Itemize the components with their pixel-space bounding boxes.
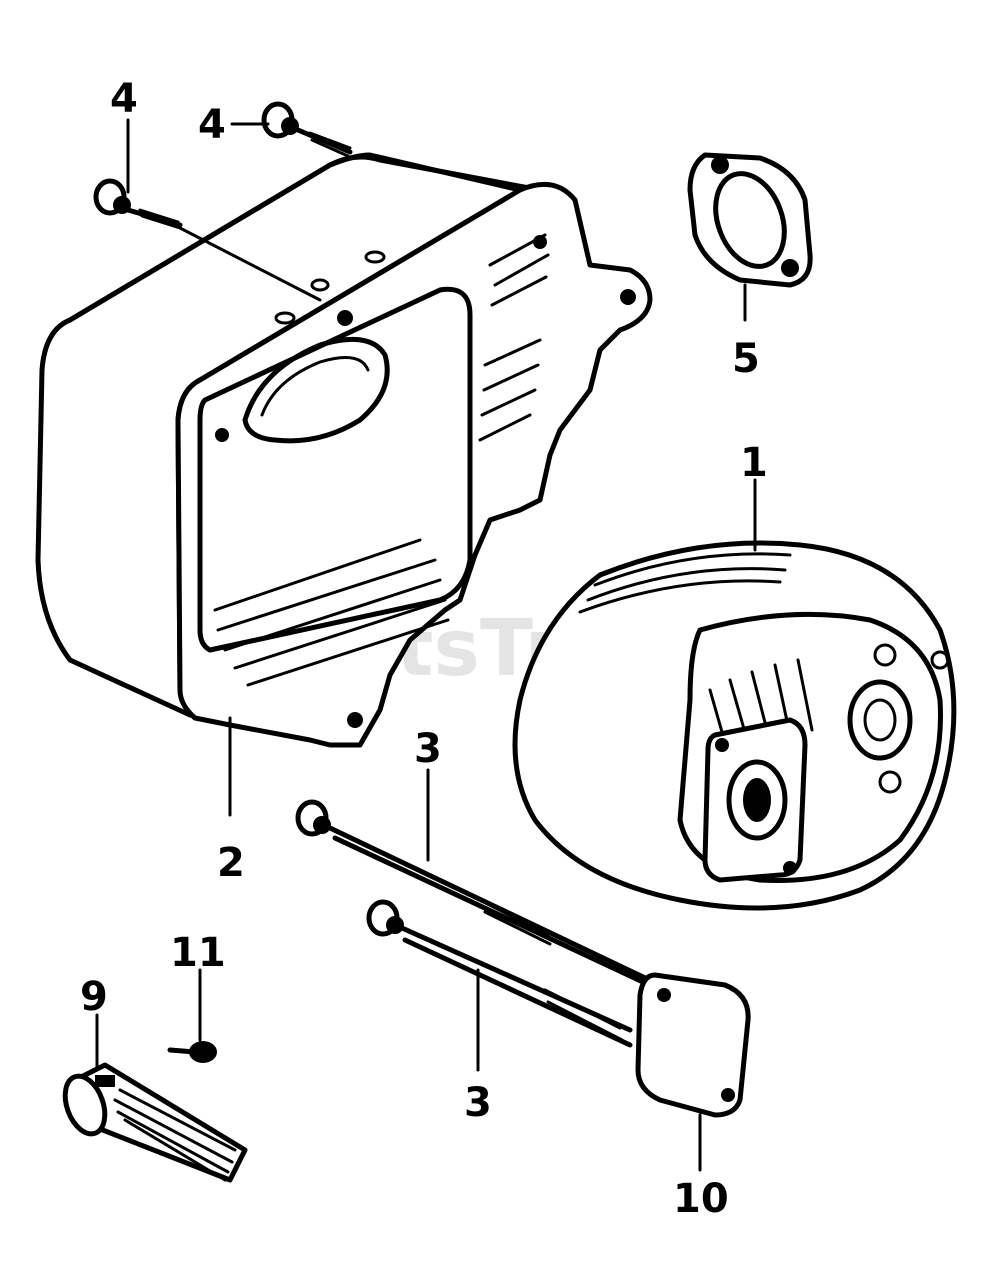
callout-10: 10 <box>673 1176 729 1222</box>
part-2-muffler-protector <box>35 152 653 748</box>
callout-4-top: 4 <box>198 102 226 148</box>
part-3-bolt-upper <box>295 799 663 993</box>
callout-3-lower: 3 <box>464 1080 492 1126</box>
callout-9: 9 <box>80 974 108 1020</box>
callout-2: 2 <box>217 840 245 886</box>
callout-1: 1 <box>740 440 768 486</box>
part-1-muffler <box>512 540 957 911</box>
part-11-screw <box>167 1041 217 1063</box>
part-3-bolt-lower <box>366 899 633 1048</box>
part-4-bolt-left <box>93 178 183 230</box>
callout-3-upper: 3 <box>414 726 442 772</box>
callout-4-left: 4 <box>110 76 138 122</box>
callout-11: 11 <box>170 930 226 976</box>
part-4-bolt-top <box>261 101 353 158</box>
leader-lines <box>95 118 757 1172</box>
part-5-gasket <box>687 152 813 288</box>
callout-5: 5 <box>732 336 760 382</box>
part-10-plate <box>635 972 751 1118</box>
part-9-spark-arrester <box>62 1062 248 1183</box>
